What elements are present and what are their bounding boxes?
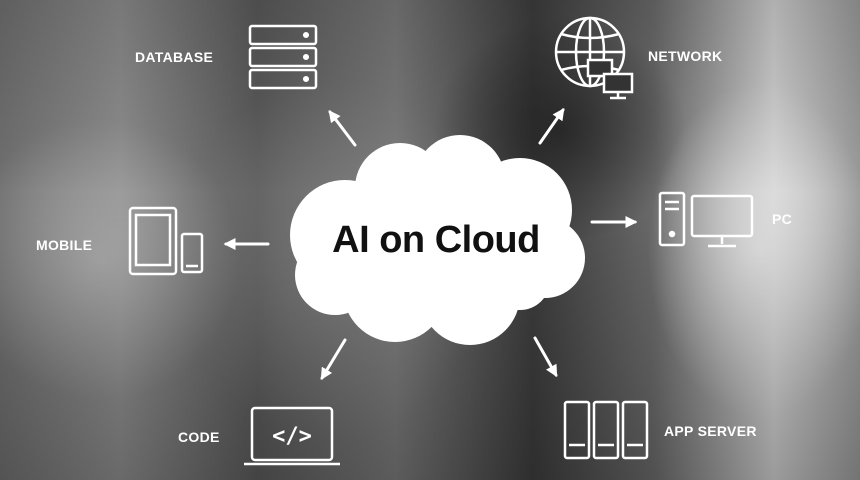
- app-server-icon: [563, 400, 649, 460]
- label-pc: PC: [772, 211, 793, 227]
- mobile-devices-icon: [128, 206, 204, 276]
- label-code: CODE: [178, 429, 220, 445]
- arrow-to-database: [328, 110, 357, 147]
- code-laptop-icon: [244, 406, 340, 466]
- database-icon: [248, 24, 318, 90]
- cloud-title: AI on Cloud: [332, 219, 540, 261]
- arrow-to-app-server: [533, 336, 558, 378]
- arrow-to-code: [320, 338, 347, 381]
- label-app-server: APP SERVER: [664, 423, 757, 439]
- cloud-shape: [290, 135, 585, 345]
- label-database: DATABASE: [135, 49, 214, 65]
- desktop-pc-icon: [658, 191, 754, 248]
- label-network: NETWORK: [648, 48, 723, 64]
- label-mobile: MOBILE: [36, 237, 93, 253]
- globe-network-icon: [554, 16, 634, 100]
- arrow-to-network: [538, 108, 565, 145]
- code-symbol: </>: [272, 424, 312, 449]
